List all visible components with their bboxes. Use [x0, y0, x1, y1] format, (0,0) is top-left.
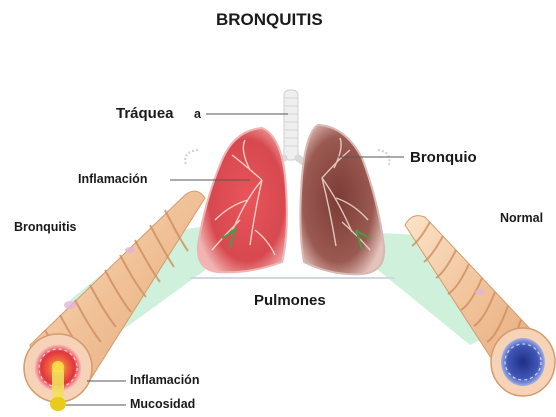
left-lung — [198, 128, 287, 272]
label-traquea: Tráquea — [116, 105, 174, 122]
mucus-drop — [50, 370, 66, 411]
label-pulmones: Pulmones — [254, 292, 326, 309]
label-normal: Normal — [500, 211, 543, 225]
label-mucosidad: Mucosidad — [130, 397, 195, 411]
label-traquea-tag: a — [194, 107, 201, 121]
label-bronquitis: Bronquitis — [14, 220, 77, 234]
label-bronquio: Bronquio — [410, 149, 477, 166]
label-inflamacion-lung: Inflamación — [78, 172, 147, 186]
right-lung — [300, 125, 384, 274]
diagram-title: BRONQUITIS — [216, 10, 323, 30]
label-inflamacion-tube: Inflamación — [130, 373, 199, 387]
